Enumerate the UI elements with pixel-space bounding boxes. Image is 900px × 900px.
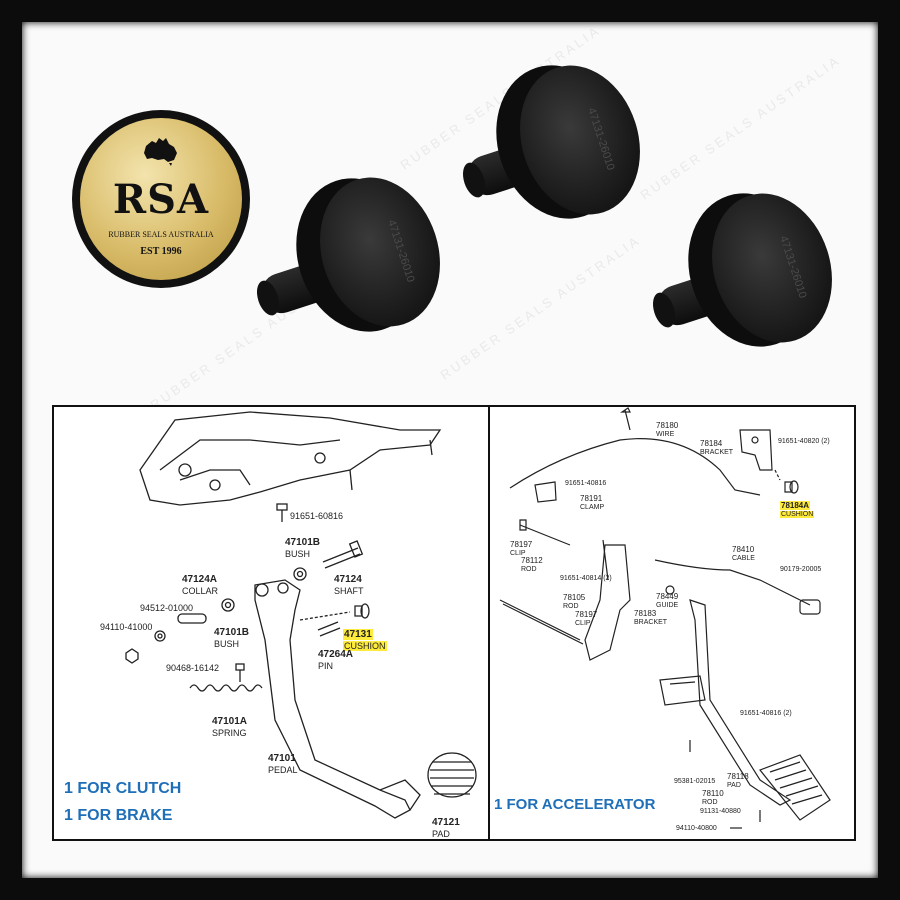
label-78184a-text: 78184A xyxy=(780,501,811,510)
label-90179-20005: 90179-20005 xyxy=(780,566,822,573)
label-spring: SPRING xyxy=(212,728,247,738)
label-47101: 47101 xyxy=(268,753,296,764)
label-47101b: 47101B xyxy=(214,627,250,638)
label-90468-16142: 90468-16142 xyxy=(166,663,220,673)
clutch-brake-pedal-diagram xyxy=(125,411,477,819)
label-78180: 78180 xyxy=(656,421,679,430)
logo-subtitle: RUBBER SEALS AUSTRALIA xyxy=(108,230,214,239)
label-91651-60816: 91651-60816 xyxy=(290,511,344,521)
label-bracket-top: BRACKET xyxy=(700,449,734,456)
label-95381-02015: 95381-02015 xyxy=(674,778,716,785)
label-pedal: PEDAL xyxy=(268,765,298,775)
label-78110: 78110 xyxy=(702,789,724,798)
label-clip2: CLIP xyxy=(575,620,591,627)
label-78184: 78184 xyxy=(700,439,723,448)
caption-clutch: 1 FOR CLUTCH xyxy=(64,780,182,797)
accelerator-pedal-diagram xyxy=(499,407,831,829)
label-91651-40816: 91651-40816 xyxy=(565,480,607,487)
label-clip: CLIP xyxy=(510,550,526,557)
cushion-2 xyxy=(462,65,640,219)
label-bracket2: BRACKET xyxy=(634,619,668,626)
label-78184a: 78184A xyxy=(780,501,811,511)
label-47101b-top: 47101B xyxy=(285,537,321,548)
label-94512-01000: 94512-01000 xyxy=(140,603,194,613)
cushion-3 xyxy=(652,193,832,347)
label-47101a: 47101A xyxy=(212,716,248,727)
cushion-1 xyxy=(256,177,440,332)
label-91651-40814: 91651-40814 (2) xyxy=(560,575,612,582)
logo-brand: RSA xyxy=(112,176,210,223)
label-rod: ROD xyxy=(521,566,537,573)
label-pin: PIN xyxy=(318,661,334,671)
label-clamp: CLAMP xyxy=(580,504,605,511)
label-rod2: ROD xyxy=(563,603,579,610)
label-94110-41000: 94110-41000 xyxy=(100,622,153,632)
label-bush: BUSH xyxy=(214,639,240,649)
australia-map-icon xyxy=(144,138,177,166)
caption-accelerator: 1 FOR ACCELERATOR xyxy=(494,796,656,813)
label-47121: 47121 xyxy=(432,817,460,828)
label-47131: 47131 xyxy=(343,629,373,640)
label-78410: 78410 xyxy=(732,545,755,554)
rsa-logo: RSA RUBBER SEALS AUSTRALIA EST 1996 xyxy=(72,110,250,288)
label-wire: WIRE xyxy=(656,431,675,438)
label-91131-40880: 91131-40880 xyxy=(700,808,741,815)
label-collar: COLLAR xyxy=(182,586,219,596)
label-78105: 78105 xyxy=(563,593,586,602)
label-78191: 78191 xyxy=(580,494,603,503)
label-94110-40800: 94110-40800 xyxy=(676,825,717,832)
label-cushion: CUSHION xyxy=(343,641,387,651)
label-78449: 78449 xyxy=(656,592,679,601)
label-pad: PAD xyxy=(432,829,450,839)
label-bush-top: BUSH xyxy=(285,549,311,559)
label-guide: GUIDE xyxy=(656,602,679,609)
label-47124: 47124 xyxy=(334,574,362,585)
label-cushion-text: CUSHION xyxy=(343,641,387,651)
diagram-divider xyxy=(488,405,490,841)
label-47264a: 47264A xyxy=(318,649,354,660)
label-cushion-right: CUSHION xyxy=(780,510,815,520)
label-cushion-right-text: CUSHION xyxy=(780,511,815,518)
label-rod3: ROD xyxy=(702,799,718,806)
logo-established: EST 1996 xyxy=(140,246,182,257)
caption-brake: 1 FOR BRAKE xyxy=(64,807,173,824)
label-cable: CABLE xyxy=(732,555,755,562)
label-47131-text: 47131 xyxy=(343,629,373,640)
label-78183: 78183 xyxy=(634,609,657,618)
label-shaft: SHAFT xyxy=(334,586,364,596)
label-78197b: 78197 xyxy=(575,610,598,619)
label-78197: 78197 xyxy=(510,540,533,549)
label-91651-40820: 91651-40820 (2) xyxy=(778,438,830,445)
label-78118: 78118 xyxy=(727,772,749,781)
label-91651-40816b: 91651-40816 (2) xyxy=(740,710,792,717)
label-78112: 78112 xyxy=(521,556,543,565)
label-47124a: 47124A xyxy=(182,574,218,585)
label-pad-right: PAD xyxy=(727,782,741,789)
